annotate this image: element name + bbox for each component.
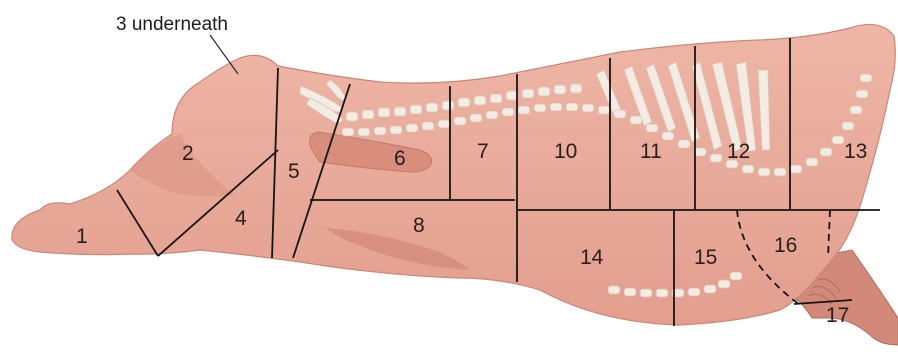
cut-label-12: 12: [727, 140, 750, 163]
cut-label-17: 17: [826, 304, 849, 327]
cut-label-5: 5: [288, 160, 300, 183]
cut-label-13: 13: [844, 140, 867, 163]
cut-label-16: 16: [774, 234, 797, 257]
cut-label-4: 4: [235, 207, 247, 230]
cut-label-10: 10: [554, 140, 577, 163]
cut-label-11: 11: [640, 140, 662, 163]
callout-3-underneath: 3 underneath: [116, 14, 228, 35]
cut-label-14: 14: [580, 246, 604, 269]
cut-label-7: 7: [477, 140, 489, 163]
cut-label-15: 15: [694, 246, 717, 269]
cut-label-2: 2: [182, 142, 194, 165]
cut-label-1: 1: [76, 225, 88, 248]
cut-label-6: 6: [394, 147, 406, 170]
cut-label-8: 8: [413, 214, 425, 237]
